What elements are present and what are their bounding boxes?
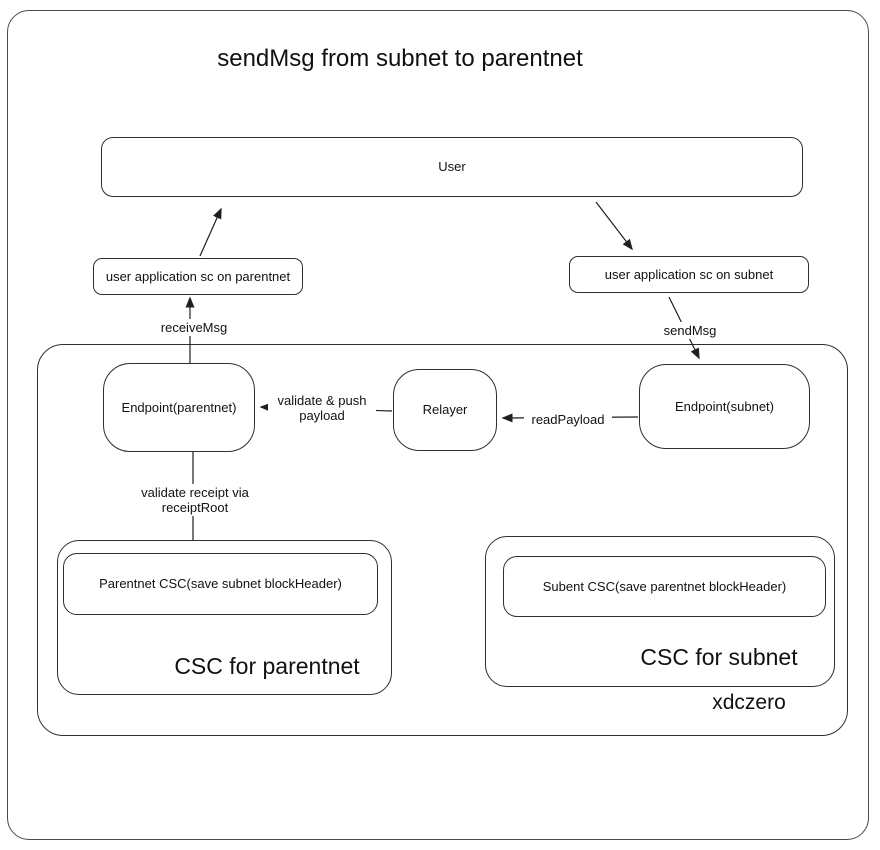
node-parentnet-csc: Parentnet CSC(save subnet blockHeader) xyxy=(63,553,378,615)
node-user-label: User xyxy=(438,159,466,174)
edge-label-validate-push-payload: validate & push payload xyxy=(268,392,376,424)
node-subnet-csc: Subent CSC(save parentnet blockHeader) xyxy=(503,556,826,617)
arrow-app-parentnet-to-user xyxy=(199,207,222,257)
diagram-title: sendMsg from subnet to parentnet xyxy=(217,45,583,72)
xdczero-title: xdczero xyxy=(712,691,786,714)
csc-subnet-container xyxy=(485,536,835,687)
node-user-application-sc-on-subnet: user application sc on subnet xyxy=(569,256,809,293)
outer-border xyxy=(7,10,869,840)
arrow-user-to-app-subnet xyxy=(595,201,633,251)
edge-label-receive-msg: receiveMsg xyxy=(150,319,238,336)
node-endpoint-subnet: Endpoint(subnet) xyxy=(639,364,810,449)
node-endpoint-subnet-label: Endpoint(subnet) xyxy=(674,398,774,414)
node-parentnet-csc-label: Parentnet CSC(save subnet blockHeader) xyxy=(99,576,342,591)
edge-label-send-msg: sendMsg xyxy=(656,322,724,339)
node-endpoint-parentnet-label: Endpoint(parentnet) xyxy=(121,399,237,415)
node-user: User xyxy=(101,137,803,197)
csc-for-subnet-title: CSC for subnet xyxy=(640,644,798,670)
node-app-subnet-label: user application sc on subnet xyxy=(604,266,774,282)
node-endpoint-parentnet: Endpoint(parentnet) xyxy=(103,363,255,452)
node-relayer: Relayer xyxy=(393,369,497,451)
node-relayer-label: Relayer xyxy=(422,402,468,417)
node-subnet-csc-label: Subent CSC(save parentnet blockHeader) xyxy=(542,578,787,594)
xdczero-container xyxy=(37,344,848,736)
edge-label-read-payload: readPayload xyxy=(524,411,612,428)
csc-parentnet-container xyxy=(57,540,392,695)
csc-for-parentnet-title: CSC for parentnet xyxy=(174,653,360,679)
node-app-parentnet-label: user application sc on parentnet xyxy=(105,268,291,284)
edge-label-validate-receipt: validate receipt via receiptRoot xyxy=(133,484,257,516)
node-user-application-sc-on-parentnet: user application sc on parentnet xyxy=(93,258,303,295)
